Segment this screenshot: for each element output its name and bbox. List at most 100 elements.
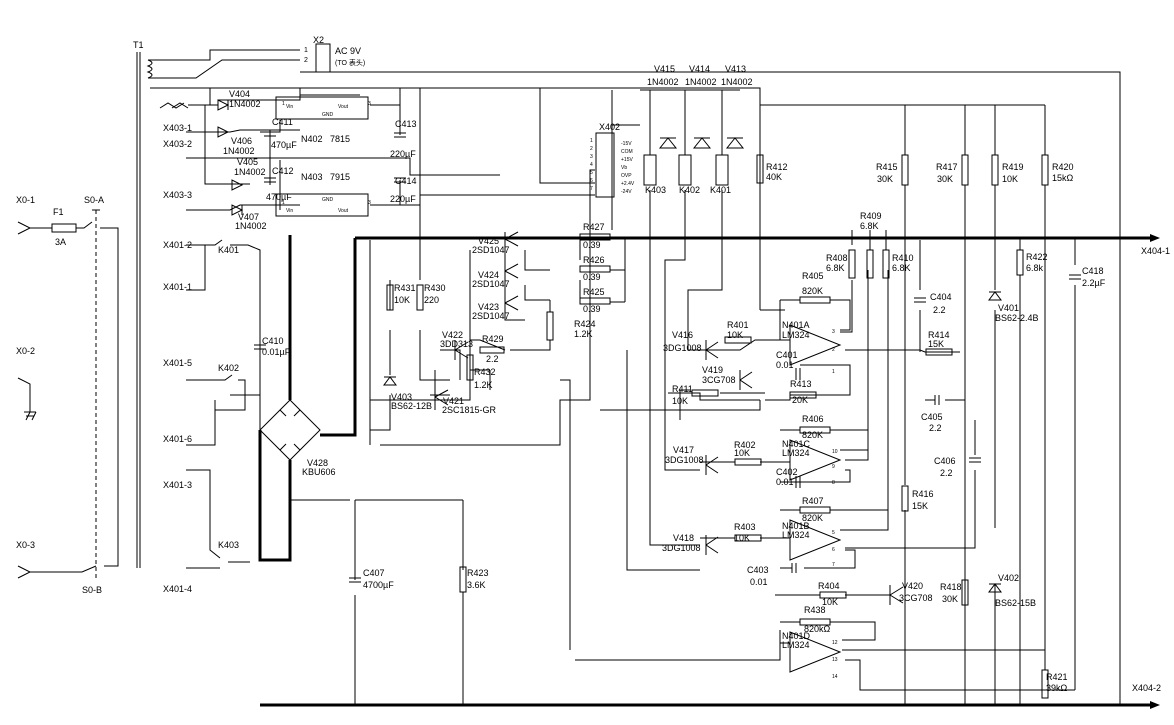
label-v419: V419 xyxy=(702,365,723,375)
label-c414: C414 xyxy=(395,176,417,186)
label-n403: N403 xyxy=(301,172,323,182)
label-r423-v: 3.6K xyxy=(467,580,486,590)
connector-x402 xyxy=(595,132,615,198)
label-n402-pin1: 1 xyxy=(282,101,285,107)
label-v417-type: 3DG1008 xyxy=(665,455,704,465)
label-r419: R419 xyxy=(1002,162,1024,172)
label-x2-pin1: 1 xyxy=(304,47,308,54)
label-v407: V407 xyxy=(238,212,259,222)
label-v420: V420 xyxy=(902,581,923,591)
label-x404-2: X404-2 xyxy=(1132,683,1161,693)
regulator-n403 xyxy=(275,193,369,217)
label-r408-v: 6.8K xyxy=(826,263,845,273)
label-n402-vout: Vout xyxy=(338,104,349,110)
label-r426: R426 xyxy=(583,255,605,265)
label-c411-v: 470µF xyxy=(271,140,297,150)
label-n402-pin3: 3 xyxy=(368,101,371,107)
label-n403-gnd: GND xyxy=(322,197,334,203)
label-n402-type: 7815 xyxy=(330,134,350,144)
label-r420: R420 xyxy=(1052,162,1074,172)
diode-v413-symbol xyxy=(725,137,745,149)
label-r424-v: 1.2K xyxy=(574,329,593,339)
opamp-a-pin-1: 1 xyxy=(832,369,835,375)
label-r411: R411 xyxy=(672,384,693,394)
label-c402-v: 0.01 xyxy=(776,477,794,487)
label-r421-v: 39kΩ xyxy=(1046,683,1068,693)
label-n401a: N401A xyxy=(782,320,810,330)
label-r406: R406 xyxy=(802,414,824,424)
label-r430-v: 220 xyxy=(424,295,439,305)
label-r438-v: 820kΩ xyxy=(804,624,831,634)
label-c407-v: 4700µF xyxy=(363,580,394,590)
label-x401-4: X401-4 xyxy=(163,584,192,594)
label-c404: C404 xyxy=(930,292,952,302)
label-r415: R415 xyxy=(876,162,898,172)
diode-v406-symbol xyxy=(217,126,230,138)
label-v406: V406 xyxy=(231,136,252,146)
label-v405: V405 xyxy=(237,157,258,167)
opamp-b-pin-5: 5 xyxy=(832,530,835,536)
diode-v415-symbol xyxy=(658,137,678,149)
label-k401-contact: K401 xyxy=(218,245,239,255)
capacitor-symbols xyxy=(254,131,1081,583)
x402-pin-5: 5 xyxy=(590,170,593,176)
opamp-d-pin-14: 14 xyxy=(832,674,838,680)
x402-pin-2: 2 xyxy=(590,146,593,152)
zener-v402-symbol xyxy=(988,583,1002,593)
label-x2: X2 xyxy=(313,35,324,45)
label-x2-ac: AC 9V xyxy=(335,46,361,56)
label-v415: V415 xyxy=(654,64,675,74)
diode-v407-symbol xyxy=(231,204,244,216)
relay-coil-k402 xyxy=(678,154,692,186)
label-r418: R418 xyxy=(940,582,962,592)
label-r406-v: 820K xyxy=(802,430,823,440)
label-c410-v: 0.01µF xyxy=(262,347,291,357)
label-x401-1: X401-1 xyxy=(163,282,192,292)
label-n402-vin: Vin xyxy=(286,104,293,110)
label-v423: V423 xyxy=(478,302,499,312)
label-n402-gnd: GND xyxy=(322,112,334,118)
label-v401: V401 xyxy=(998,303,1019,313)
label-c413: C413 xyxy=(395,119,417,129)
label-r431: R431 xyxy=(394,283,416,293)
label-r429: R429 xyxy=(482,334,504,344)
label-n401b: N401B xyxy=(782,521,810,531)
label-r412: R412 xyxy=(766,162,788,172)
label-r426-v: 0.39 xyxy=(583,272,601,282)
label-c413-v: 220µF xyxy=(390,149,416,159)
label-v415-type: 1N4002 xyxy=(647,77,679,87)
label-c411: C411 xyxy=(272,117,293,127)
x402-label-5: OVP xyxy=(621,173,632,179)
label-c418-v: 2.2µF xyxy=(1082,278,1106,288)
relay-coil-k403 xyxy=(643,154,657,186)
label-c406: C406 xyxy=(934,456,956,466)
label-c402: C402 xyxy=(776,467,798,477)
label-n401c: N401C xyxy=(782,439,811,449)
label-c403-v: 0.01 xyxy=(750,577,768,587)
label-r402: R402 xyxy=(734,440,756,450)
opamp-a-pin-3: 3 xyxy=(832,329,835,335)
label-x401-6: X401-6 xyxy=(163,434,192,444)
label-r422: R422 xyxy=(1026,252,1048,262)
label-v428-type: KBU606 xyxy=(302,467,336,477)
label-s0-a: S0-A xyxy=(84,195,104,205)
x402-label-7: -24V xyxy=(621,189,632,195)
label-n401d: N401D xyxy=(782,631,811,641)
arrow-x404-2 xyxy=(1150,701,1160,709)
label-x0-2: X0-2 xyxy=(16,346,35,356)
x402-pin-4: 4 xyxy=(590,162,593,168)
label-r425-v: 0.39 xyxy=(583,304,601,314)
label-v403-type: BS62-12B xyxy=(391,401,432,411)
label-v414: V414 xyxy=(689,64,710,74)
label-r407-v: 820K xyxy=(802,513,823,523)
label-n403-type: 7915 xyxy=(330,172,350,182)
label-v425-type: 2SD1047 xyxy=(472,245,510,255)
label-v414-type: 1N4002 xyxy=(685,77,717,87)
label-v413: V413 xyxy=(725,64,746,74)
label-r438: R438 xyxy=(804,605,826,615)
label-v424: V424 xyxy=(478,270,499,280)
label-k403-coil: K403 xyxy=(645,185,666,195)
wires xyxy=(17,43,1121,705)
label-v421-type: 2SC1815-GR xyxy=(442,405,497,415)
